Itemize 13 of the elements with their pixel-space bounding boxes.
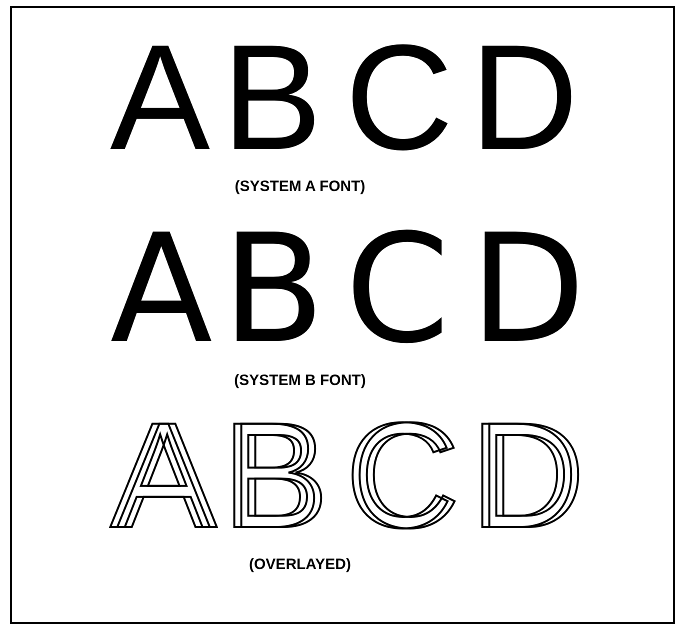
font-caption: (OVERLAYED) — [249, 556, 351, 573]
font-caption: (SYSTEM B FONT) — [234, 372, 366, 389]
font-caption: (SYSTEM A FONT) — [234, 178, 366, 195]
font-sample-letter: D — [470, 22, 578, 172]
font-sample-letter: A — [110, 22, 210, 172]
font-sample-letter: C — [345, 400, 454, 550]
font-sample-letter: C — [345, 22, 454, 172]
font-sample-letter: A — [110, 215, 213, 365]
font-sample-letter: D — [470, 400, 578, 550]
font-sample-letter: C — [345, 215, 450, 365]
font-sample-letter: D — [470, 215, 586, 365]
font-sample-letter: B — [222, 22, 322, 172]
font-sample-letter: B — [222, 215, 325, 365]
